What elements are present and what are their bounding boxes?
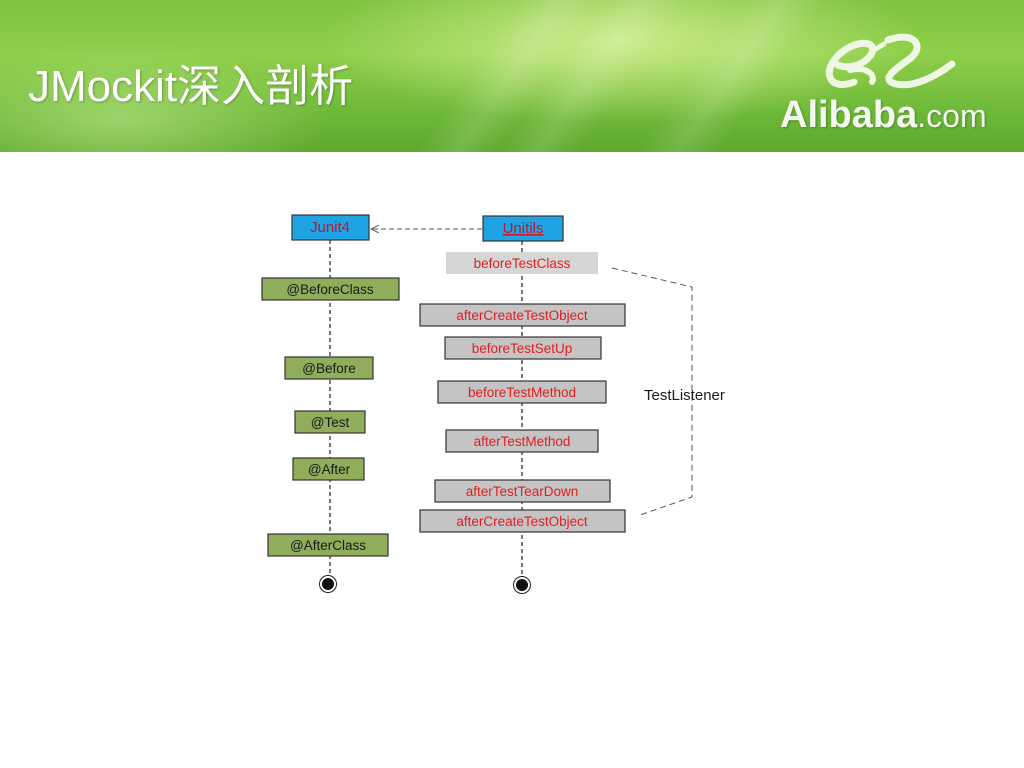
unitils-step-label: afterCreateTestObject bbox=[456, 308, 588, 323]
unitils-step-box: beforeTestMethod bbox=[437, 380, 607, 404]
junit-step-box: @Test bbox=[294, 410, 366, 434]
unitils-step-label: afterTestTearDown bbox=[466, 484, 579, 499]
unitils-step-box: afterTestMethod bbox=[445, 429, 599, 453]
junit-step-box: @BeforeClass bbox=[261, 277, 400, 301]
junit-step-label: @BeforeClass bbox=[286, 282, 373, 297]
unitils-step-box: afterTestTearDown bbox=[434, 479, 611, 503]
alibaba-logo-text: Alibaba.com bbox=[780, 94, 987, 136]
junit-step-label: @Test bbox=[311, 415, 350, 430]
junit-end-node bbox=[319, 575, 337, 593]
junit-step-box: @Before bbox=[284, 356, 374, 380]
unitils-step-label: afterCreateTestObject bbox=[456, 514, 588, 529]
unitils-step-box: afterCreateTestObject bbox=[419, 303, 626, 327]
unitils-step-box: beforeTestClass bbox=[446, 252, 598, 274]
unitils-step-label: afterTestMethod bbox=[474, 434, 571, 449]
unitils-step-box: beforeTestSetUp bbox=[444, 336, 602, 360]
unitils-header-box: Unitils bbox=[482, 215, 564, 242]
slide-header: JMockit深入剖析 Alibaba.com bbox=[0, 0, 1024, 152]
test-listener-bracket bbox=[611, 267, 693, 516]
unitils-label: Unitils bbox=[503, 220, 544, 237]
junit-step-label: @AfterClass bbox=[290, 538, 366, 553]
alibaba-logo: Alibaba.com bbox=[776, 30, 1006, 138]
unitils-end-node bbox=[513, 576, 531, 594]
alibaba-smile-logo-icon bbox=[825, 33, 956, 89]
junit-step-box: @AfterClass bbox=[267, 533, 389, 557]
junit-step-box: @After bbox=[292, 457, 365, 481]
junit4-header-box: Junit4 bbox=[291, 214, 370, 241]
unitils-step-label: beforeTestClass bbox=[474, 256, 571, 271]
unitils-step-label: beforeTestMethod bbox=[468, 385, 576, 400]
junit-step-label: @After bbox=[308, 462, 351, 477]
unitils-step-label: beforeTestSetUp bbox=[472, 341, 573, 356]
slide-title: JMockit深入剖析 bbox=[28, 62, 354, 111]
test-listener-label: TestListener bbox=[644, 387, 725, 404]
junit-step-label: @Before bbox=[302, 361, 355, 376]
unitils-step-box: afterCreateTestObject bbox=[419, 509, 626, 533]
junit4-label: Junit4 bbox=[310, 219, 350, 236]
